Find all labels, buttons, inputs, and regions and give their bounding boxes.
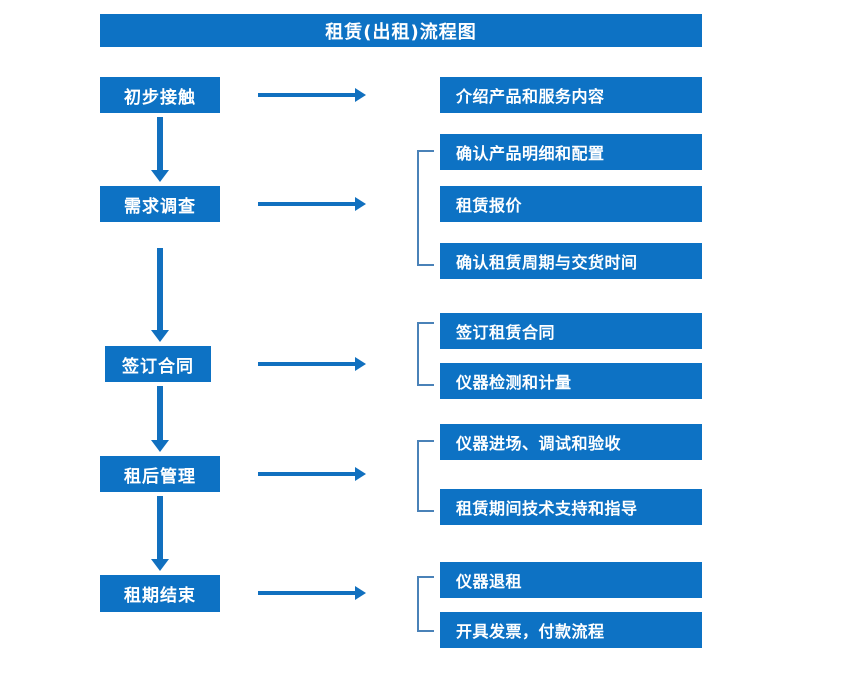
flow-arrow-needs-survey-to-sign-contract [151, 248, 169, 342]
stage-box-lease-end[interactable]: 租期结束 [100, 575, 220, 612]
diagram-title: 租赁(出租)流程图 [100, 14, 702, 47]
detail-box-sign-rental-contract[interactable]: 签订租赁合同 [440, 313, 702, 349]
stage-box-initial-contact[interactable]: 初步接触 [100, 77, 220, 113]
stage-box-needs-survey[interactable]: 需求调查 [100, 186, 220, 222]
detail-box-instrument-entry-debug-acceptance[interactable]: 仪器进场、调试和验收 [440, 424, 702, 460]
detail-box-instrument-return[interactable]: 仪器退租 [440, 562, 702, 598]
link-arrow-stage-5 [258, 586, 366, 600]
group-bracket-lease-end [417, 576, 434, 632]
detail-box-instrument-inspection-metrology[interactable]: 仪器检测和计量 [440, 363, 702, 399]
detail-box-introduce-products-services[interactable]: 介绍产品和服务内容 [440, 77, 702, 113]
flow-arrow-initial-contact-to-needs-survey [151, 117, 169, 182]
detail-box-confirm-rental-period-delivery[interactable]: 确认租赁周期与交货时间 [440, 243, 702, 279]
stage-box-post-rental-management[interactable]: 租后管理 [100, 456, 220, 492]
detail-box-technical-support-during-rental[interactable]: 租赁期间技术支持和指导 [440, 489, 702, 525]
detail-box-confirm-product-details[interactable]: 确认产品明细和配置 [440, 134, 702, 170]
flow-arrow-sign-contract-to-post-rental [151, 386, 169, 452]
link-arrow-stage-1 [258, 88, 366, 102]
detail-box-invoice-payment-process[interactable]: 开具发票，付款流程 [440, 612, 702, 648]
link-arrow-stage-3 [258, 357, 366, 371]
link-arrow-stage-4 [258, 467, 366, 481]
group-bracket-post-rental [417, 440, 434, 512]
flow-arrow-post-rental-to-lease-end [151, 496, 169, 571]
group-bracket-needs-survey [417, 150, 434, 266]
detail-box-rental-quotation[interactable]: 租赁报价 [440, 186, 702, 222]
stage-box-sign-contract[interactable]: 签订合同 [105, 346, 211, 382]
group-bracket-sign-contract [417, 322, 434, 386]
link-arrow-stage-2 [258, 197, 366, 211]
